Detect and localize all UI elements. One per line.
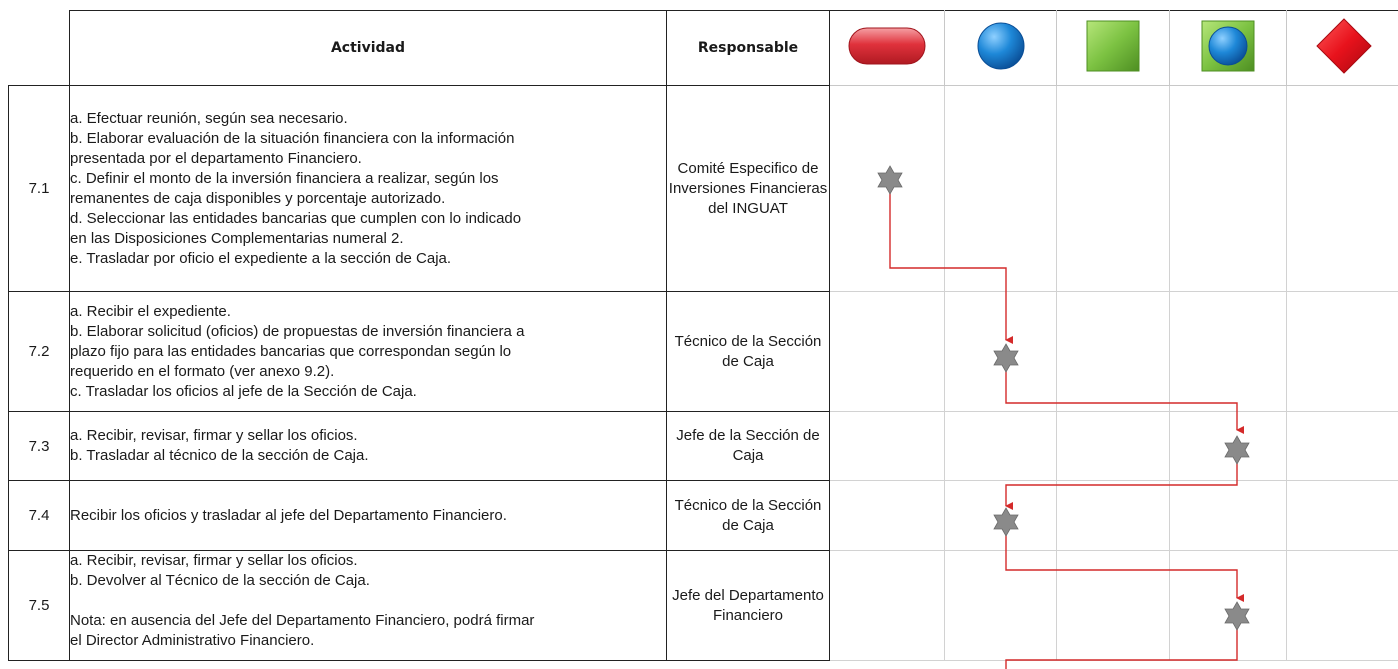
step-activity: a. Recibir, revisar, firmar y sellar los… [69,550,667,661]
connector-square-circle-icon [1201,20,1255,71]
step-responsible: Jefe de la Sección de Caja [666,411,830,481]
step-responsible: Técnico de la Sección de Caja [666,291,830,412]
step-activity: a. Recibir, revisar, firmar y sellar los… [69,411,667,481]
lane-cell [1169,480,1287,551]
lane-cell [1169,411,1287,481]
lane-cell [1056,411,1170,481]
lane-cell [1286,550,1398,661]
step-number: 7.3 [8,411,70,481]
header-symbol-cell [1169,10,1287,86]
lane-cell [829,411,945,481]
lane-cell [1286,291,1398,412]
lane-cell [1056,480,1170,551]
activity-line: Recibir los oficios y trasladar al jefe … [70,506,507,524]
lane-cell [1286,480,1398,551]
activity-header: Actividad [69,10,667,86]
activity-line: b. Devolver al Técnico de la sección de … [70,572,370,589]
activity-line: b. Trasladar al técnico de la sección de… [70,447,369,464]
activity-line: c. Trasladar los oficios al jefe de la S… [70,382,417,400]
lane-cell [1286,85,1398,292]
step-activity: a. Recibir el expediente. b. Elaborar so… [69,291,667,412]
lane-cell [829,480,945,551]
activity-line: a. Recibir, revisar, firmar y sellar los… [70,427,358,444]
procedure-table: Actividad Responsable [8,10,1398,661]
decision-diamond-icon [1315,17,1372,74]
activity-line: remanentes de caja disponibles y porcent… [70,189,446,207]
lane-cell [1056,291,1170,412]
activity-blank-line [70,591,666,611]
lane-cell [1056,550,1170,661]
lane-cell [1169,291,1287,412]
activity-line: a. Recibir, revisar, firmar y sellar los… [70,552,358,569]
step-number: 7.4 [8,480,70,551]
lane-cell [1169,85,1287,292]
activity-line: a. Efectuar reunión, según sea necesario… [70,109,348,127]
step-responsible: Técnico de la Sección de Caja [666,480,830,551]
lane-cell [1056,85,1170,292]
header-symbol-cell [944,10,1057,86]
activity-line: presentada por el departamento Financier… [70,149,362,167]
lane-cell [944,480,1057,551]
lane-cell [1286,411,1398,481]
activity-line: d. Seleccionar las entidades bancarias q… [70,209,522,227]
activity-line: Nota: en ausencia del Jefe del Departame… [70,612,535,629]
lane-cell [829,550,945,661]
step-activity: a. Efectuar reunión, según sea necesario… [69,85,667,292]
activity-line: b. Elaborar solicitud (oficios) de propu… [70,322,525,340]
lane-cell [829,291,945,412]
activity-circle-icon [977,22,1024,69]
lane-cell [944,411,1057,481]
activity-line: b. Elaborar evaluación de la situación f… [70,129,515,147]
table-row: 7.5 a. Recibir, revisar, firmar y sellar… [8,550,1398,661]
responsible-header: Responsable [666,10,830,86]
step-number: 7.2 [8,291,70,412]
step-activity: Recibir los oficios y trasladar al jefe … [69,480,667,551]
activity-line: en las Disposiciones Complementarias num… [70,229,404,247]
header-symbol-cell [1056,10,1170,86]
lane-cell [1169,550,1287,661]
document-square-icon [1086,20,1140,71]
lane-cell [944,550,1057,661]
step-responsible: Comité Especifico de Inversiones Financi… [666,85,830,292]
activity-line: requerido en el formato (ver anexo 9.2). [70,362,335,380]
lane-cell [944,85,1057,292]
start-end-oval-icon [848,27,926,64]
table-row: 7.1 a. Efectuar reunión, según sea neces… [8,85,1398,292]
step-number: 7.5 [8,550,70,661]
header-symbol-cell [829,10,945,86]
lane-cell [944,291,1057,412]
header-row: Actividad Responsable [9,10,1398,86]
lane-cell [829,85,945,292]
table-row: 7.3 a. Recibir, revisar, firmar y sellar… [8,411,1398,481]
activity-line: e. Trasladar por oficio el expediente a … [70,249,452,267]
table-row: 7.4 Recibir los oficios y trasladar al j… [8,480,1398,551]
header-symbol-cell [1286,10,1398,86]
activity-line: c. Definir el monto de la inversión fina… [70,169,499,187]
table-row: 7.2 a. Recibir el expediente. b. Elabora… [8,291,1398,412]
activity-line: a. Recibir el expediente. [70,302,231,320]
header-number-blank [9,11,70,86]
step-number: 7.1 [8,85,70,292]
step-responsible: Jefe del Departamento Financiero [666,550,830,661]
activity-line: el Director Administrativo Financiero. [70,632,315,649]
activity-line: plazo fijo para las entidades bancarias … [70,342,512,360]
